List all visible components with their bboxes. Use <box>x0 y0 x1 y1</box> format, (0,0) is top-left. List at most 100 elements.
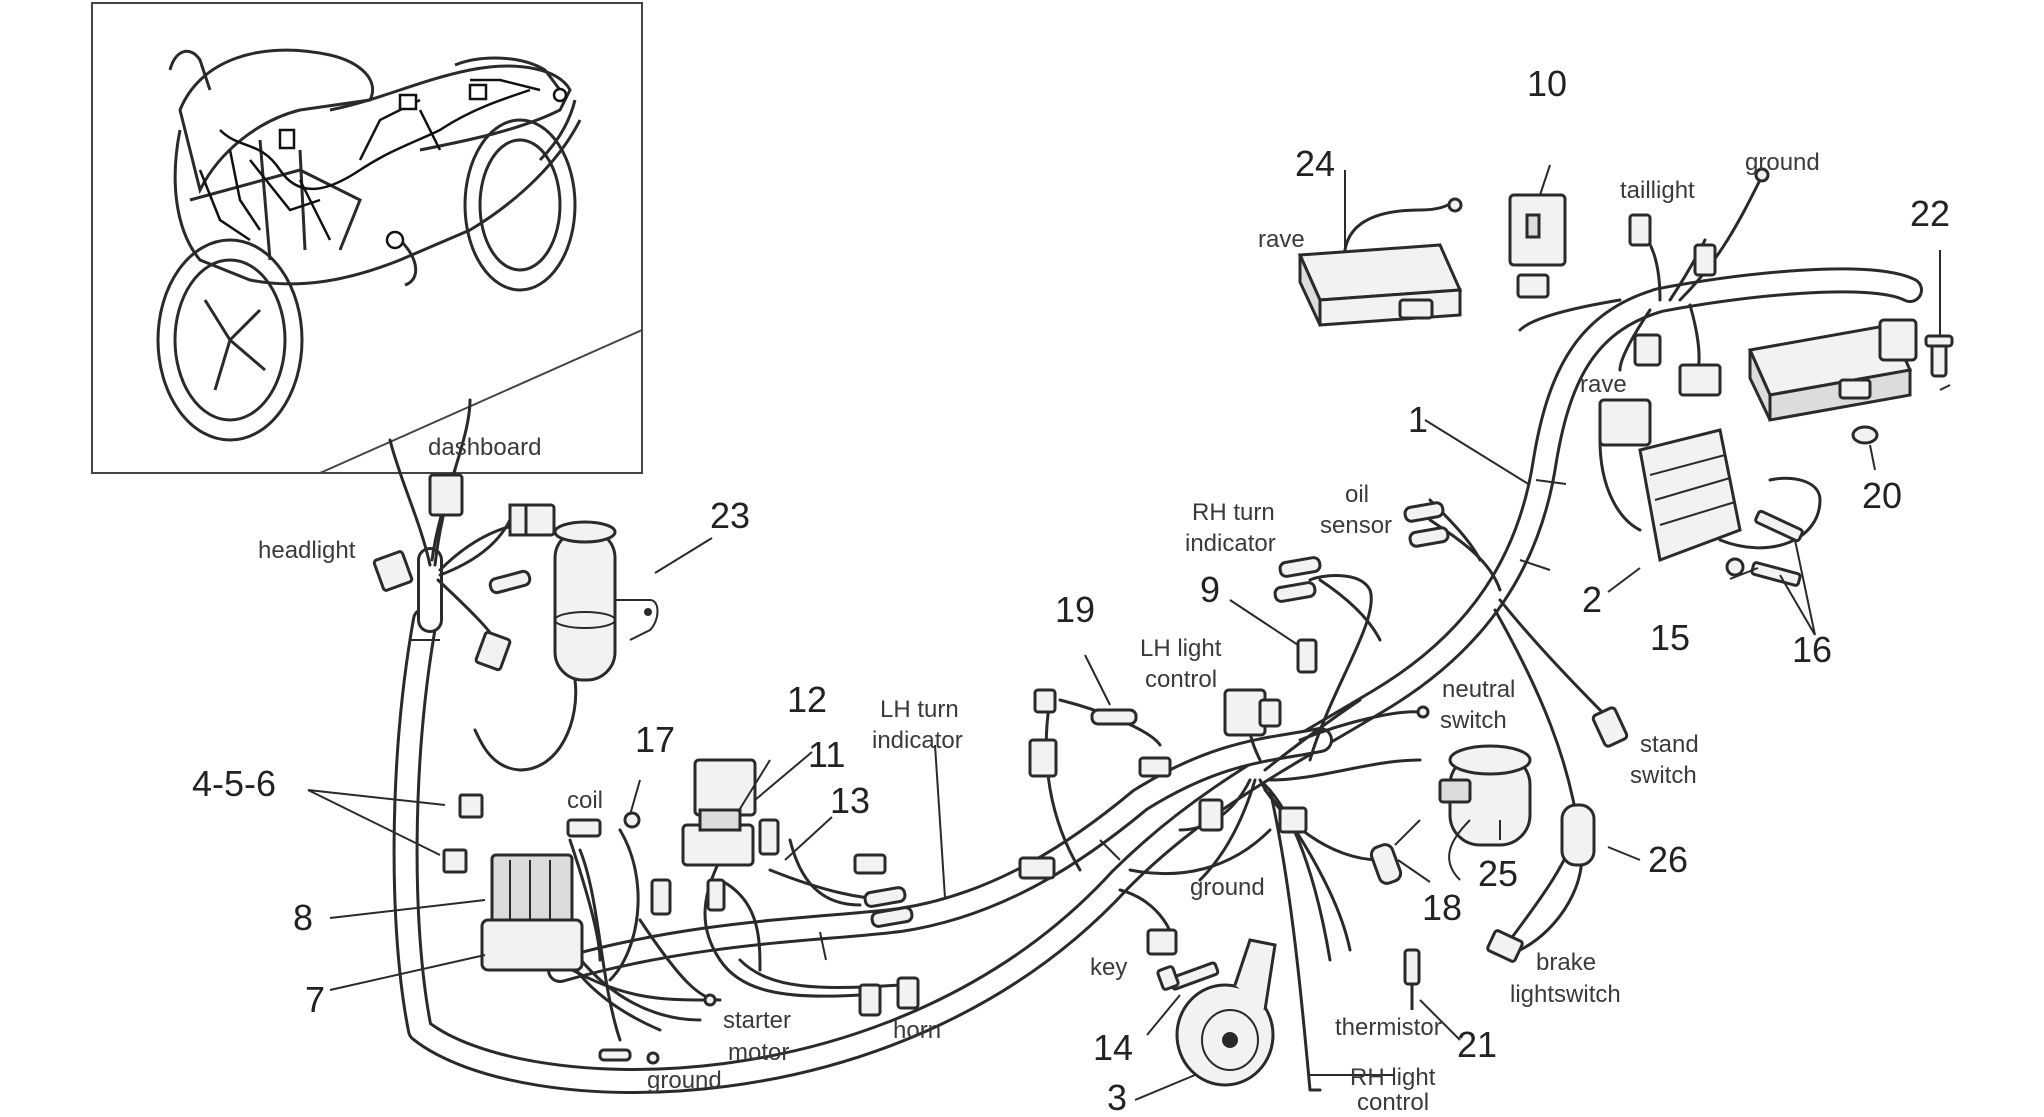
tank-seat <box>329 64 572 152</box>
callout-25: 25 <box>1478 853 1518 894</box>
horn-connectors <box>646 976 920 1065</box>
callout-4-5-6: 4-5-6 <box>192 763 276 804</box>
regulator-2 <box>1598 398 1742 563</box>
lh-turn-connectors <box>863 886 914 928</box>
label-rave-top: rave <box>1258 226 1305 253</box>
label-brake-2: lightswitch <box>1510 981 1621 1008</box>
callout-19: 19 <box>1055 589 1095 630</box>
callout-numbers: 1 2 3 4-5-6 7 8 9 10 11 12 13 14 15 16 1… <box>192 63 1950 1117</box>
ecu-unit <box>1747 318 1918 422</box>
label-neutral-1: neutral <box>1442 676 1515 703</box>
label-dashboard: dashboard <box>428 434 541 461</box>
front-spokes <box>203 299 266 391</box>
label-rave-right: rave <box>1580 371 1627 398</box>
coil-connector <box>566 818 602 838</box>
dashboard-connector <box>428 473 556 537</box>
component-18 <box>1369 819 1421 885</box>
callout-9: 9 <box>1200 569 1220 610</box>
callout-20: 20 <box>1862 475 1902 516</box>
callout-10: 10 <box>1527 63 1567 104</box>
ground-terminal-bottom <box>598 1048 632 1062</box>
front-wheel <box>156 238 304 442</box>
exhaust <box>398 238 418 287</box>
callout-22: 22 <box>1910 193 1950 234</box>
label-ground-top: ground <box>1745 149 1820 176</box>
thermistor-21 <box>1403 948 1421 1010</box>
label-key: key <box>1090 954 1127 981</box>
inset-harness <box>198 78 568 250</box>
tail-section <box>454 56 562 91</box>
fuse-box-7 <box>480 918 584 972</box>
ignition-coil-25 <box>1438 744 1532 881</box>
horn-3 <box>1175 938 1277 1087</box>
connector-11-13 <box>650 818 887 916</box>
label-horn: horn <box>893 1017 941 1044</box>
callout-26: 26 <box>1648 839 1688 880</box>
key-connector <box>1018 856 1178 956</box>
callout-13: 13 <box>830 780 870 821</box>
windscreen <box>178 48 374 195</box>
component-26 <box>1560 803 1596 867</box>
relay-8 <box>490 853 574 927</box>
label-coil: coil <box>567 787 603 814</box>
callout-23: 23 <box>710 495 750 536</box>
oil-sensor-connectors <box>1403 501 1450 548</box>
callout-7: 7 <box>305 979 325 1020</box>
label-lh-light-2: control <box>1145 666 1217 693</box>
motorcycle-inset <box>91 2 643 474</box>
component-9 <box>1273 556 1322 674</box>
neutral-switch-terminal <box>1416 705 1430 719</box>
callout-11: 11 <box>808 734 845 775</box>
label-thermistor: thermistor <box>1335 1014 1442 1041</box>
label-stand-2: switch <box>1630 762 1697 789</box>
brake-switch-connector <box>1486 929 1524 963</box>
component-17 <box>623 811 641 829</box>
harness-trunk-inner <box>395 270 1920 1091</box>
washer-15 <box>1725 557 1745 577</box>
front-rim <box>173 258 287 422</box>
taillight-connector <box>1628 167 1770 277</box>
fuses-4-5-6 <box>442 793 484 874</box>
label-ground-mid: ground <box>1190 874 1265 901</box>
callout-18: 18 <box>1422 887 1462 928</box>
label-headlight: headlight <box>258 537 356 564</box>
label-rh-turn-1: RH turn <box>1192 499 1275 526</box>
bolt-14 <box>1156 961 1220 991</box>
relay-10 <box>1508 193 1567 299</box>
rave-connectors <box>1633 333 1722 397</box>
callout-3: 3 <box>1107 1077 1127 1112</box>
bolts-16 <box>1750 509 1804 587</box>
label-rh-light-1: RH light <box>1350 1064 1436 1091</box>
label-brake-1: brake <box>1536 949 1596 976</box>
label-ground-bottom: ground <box>647 1067 722 1094</box>
label-rh-light-2: control <box>1357 1089 1429 1112</box>
rear-frame <box>538 99 577 162</box>
label-rh-turn-2: indicator <box>1185 530 1276 557</box>
fork <box>258 139 307 261</box>
relay-12 <box>681 758 757 867</box>
inset-frame <box>91 2 643 474</box>
lh-light-control-connector <box>1138 688 1308 834</box>
label-taillight: taillight <box>1620 177 1695 204</box>
stand-switch-connector <box>1591 706 1629 748</box>
label-lh-light-1: LH light <box>1140 635 1222 662</box>
inset-projection-line <box>319 329 643 474</box>
components <box>372 167 1954 1087</box>
component-19 <box>1028 688 1138 778</box>
callout-17: 17 <box>635 719 675 760</box>
label-stand-1: stand <box>1640 731 1699 758</box>
label-starter-1: starter <box>723 1007 791 1034</box>
fairing-lower <box>173 119 582 286</box>
label-lh-turn-1: LH turn <box>880 696 959 723</box>
sub-wires <box>388 178 1822 1092</box>
leader-lines <box>307 164 1951 1101</box>
callout-14: 14 <box>1093 1027 1133 1068</box>
callout-8: 8 <box>293 897 313 938</box>
rave-unit-24 <box>1297 197 1463 327</box>
rear-wheel <box>463 118 577 292</box>
label-lh-turn-2: indicator <box>872 727 963 754</box>
label-oil-2: sensor <box>1320 512 1392 539</box>
callout-1: 1 <box>1408 399 1428 440</box>
